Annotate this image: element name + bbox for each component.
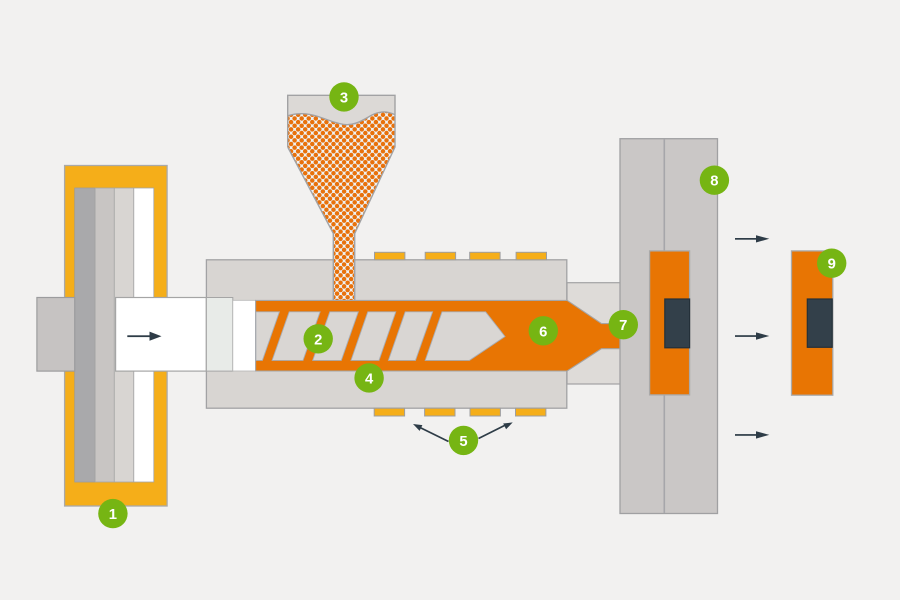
svg-text:3: 3 <box>340 90 348 106</box>
svg-text:6: 6 <box>539 324 547 340</box>
svg-text:4: 4 <box>365 371 374 387</box>
svg-text:8: 8 <box>710 174 718 190</box>
svg-text:1: 1 <box>109 507 117 523</box>
svg-text:9: 9 <box>828 257 836 273</box>
svg-text:2: 2 <box>314 332 322 348</box>
svg-text:5: 5 <box>459 434 467 450</box>
svg-text:7: 7 <box>619 318 627 334</box>
